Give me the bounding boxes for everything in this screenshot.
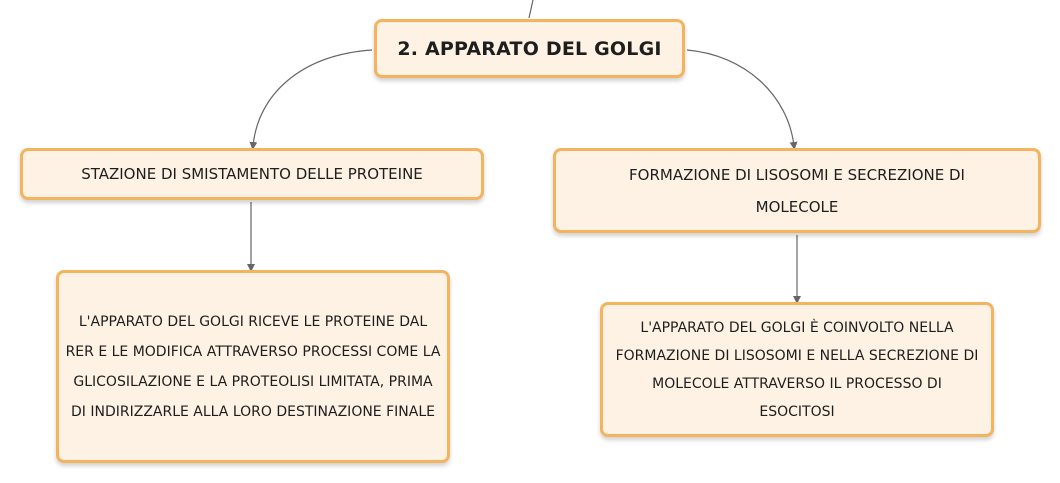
- topic-node-protein-sorting-label: STAZIONE DI SMISTAMENTO DELLE PROTEINE: [81, 165, 423, 183]
- topic-node-lysosome-secretion[interactable]: FORMAZIONE DI LISOSOMI E SECREZIONE DI M…: [553, 148, 1041, 233]
- detail-node-lysosome-secretion[interactable]: L'APPARATO DEL GOLGI È COINVOLTO NELLA F…: [600, 302, 994, 437]
- topic-node-protein-sorting[interactable]: STAZIONE DI SMISTAMENTO DELLE PROTEINE: [20, 148, 484, 200]
- connector-root-to-left-topic: [249, 49, 373, 150]
- topic-node-lysosome-secretion-label: FORMAZIONE DI LISOSOMI E SECREZIONE DI M…: [629, 165, 965, 216]
- connector-root-to-right-topic: [686, 49, 798, 150]
- root-node[interactable]: 2. APPARATO DEL GOLGI: [374, 19, 685, 78]
- detail-node-protein-sorting[interactable]: L'APPARATO DEL GOLGI RICEVE LE PROTEINE …: [56, 270, 450, 463]
- connector-parent-to-root: [528, 0, 534, 19]
- root-node-label: 2. APPARATO DEL GOLGI: [397, 37, 662, 60]
- detail-node-lysosome-secretion-text: L'APPARATO DEL GOLGI È COINVOLTO NELLA F…: [615, 319, 979, 420]
- detail-node-protein-sorting-text: L'APPARATO DEL GOLGI RICEVE LE PROTEINE …: [65, 313, 441, 420]
